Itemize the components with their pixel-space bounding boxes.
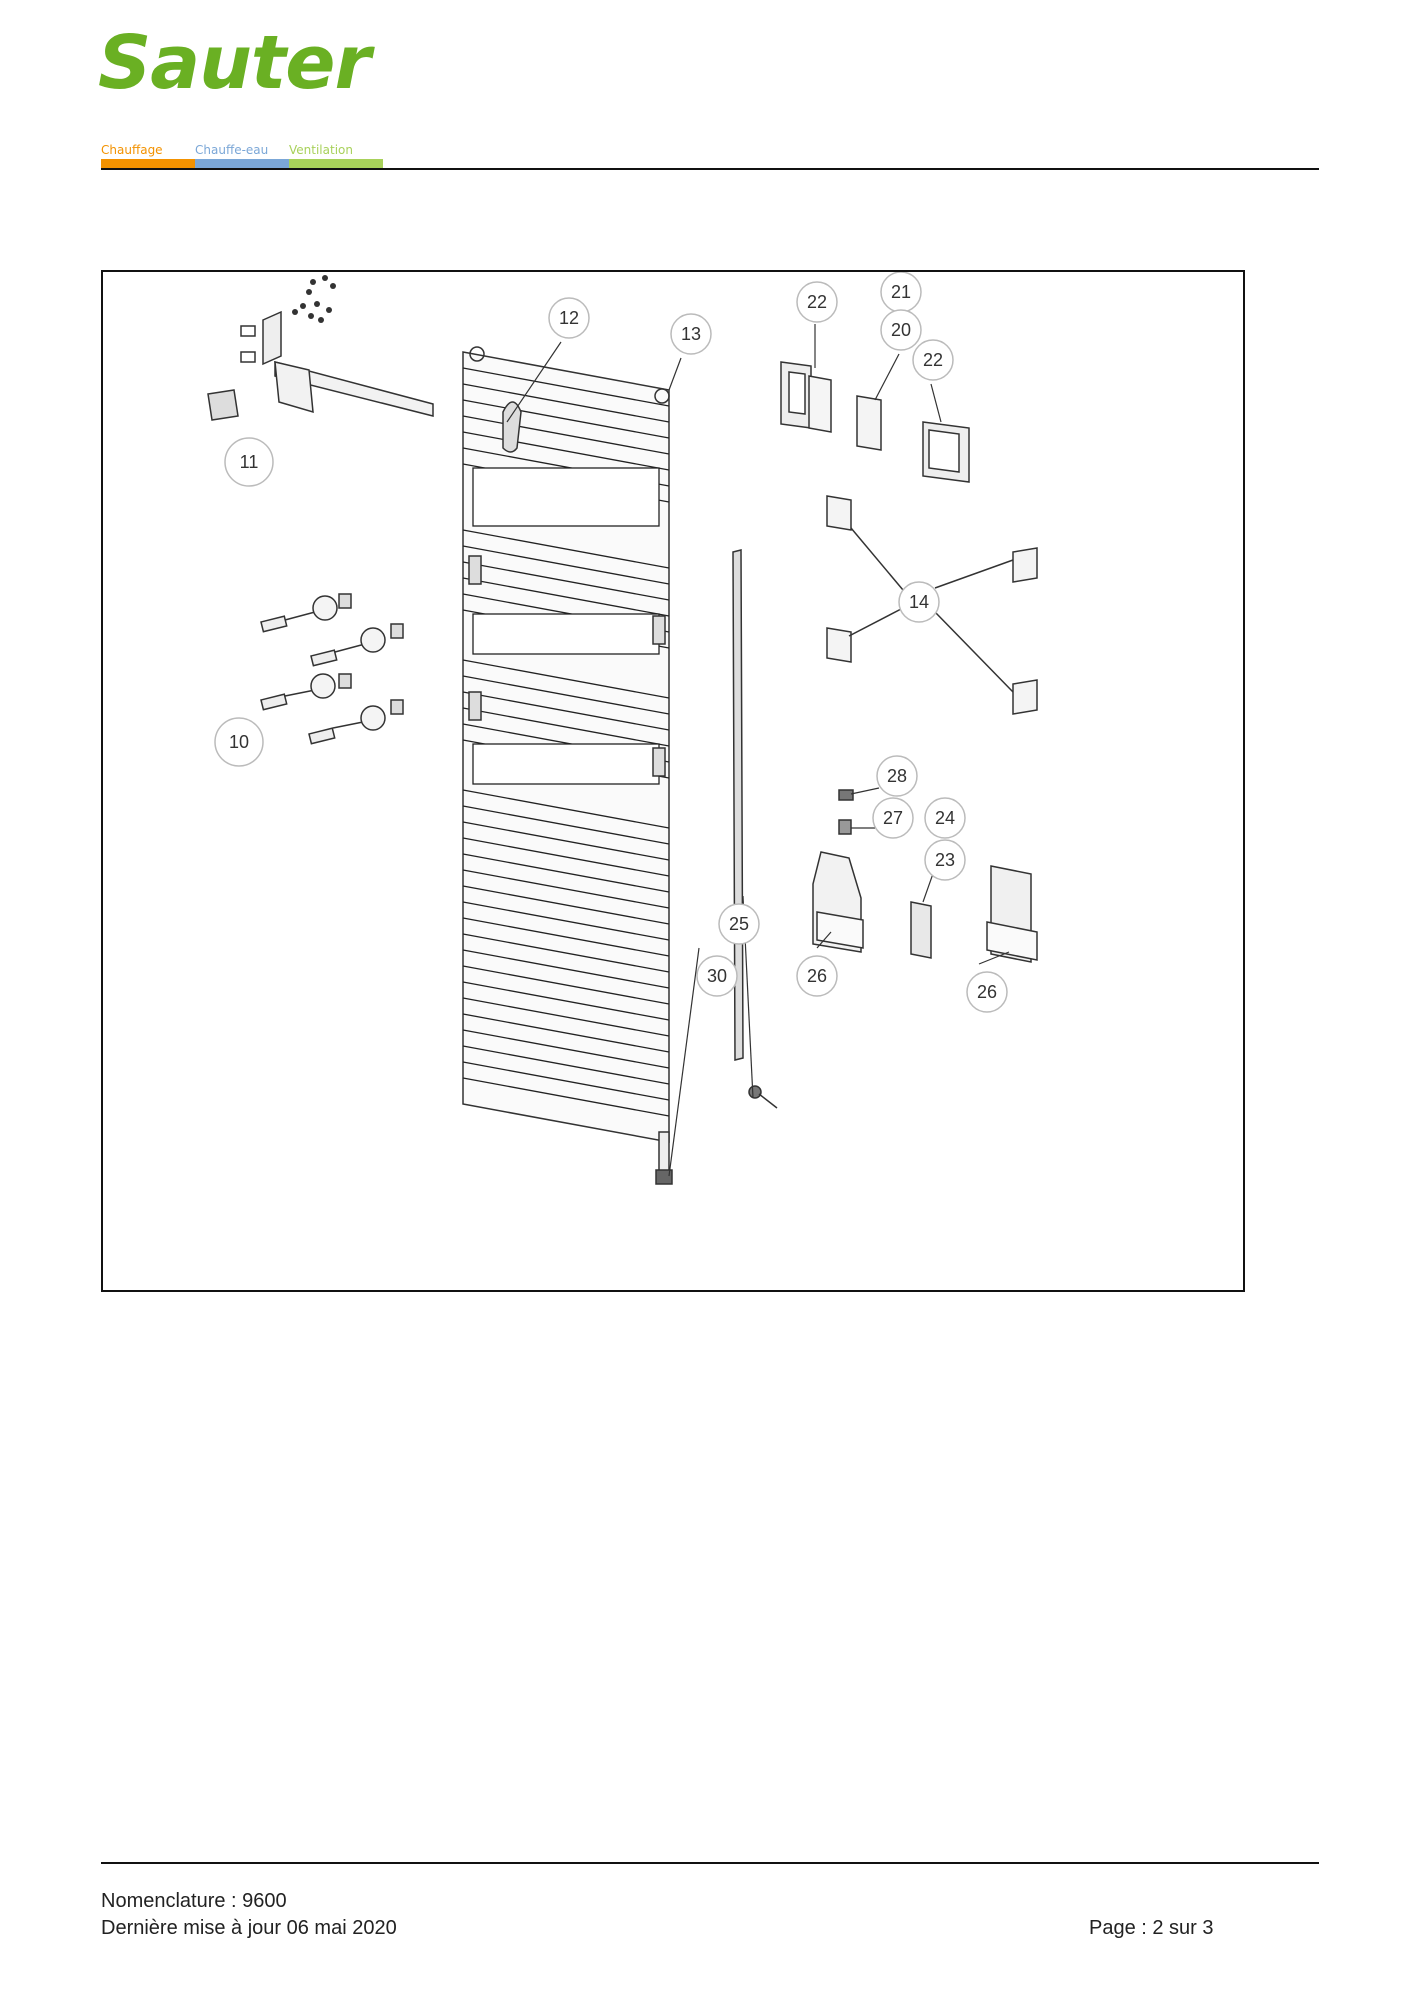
callout-30: 30 <box>696 955 738 997</box>
category-stripe <box>101 159 195 168</box>
callout-label: 13 <box>681 324 701 344</box>
callout-21: 21 <box>880 272 922 313</box>
callout-27: 27 <box>872 797 914 839</box>
callouts: 11 10 12 13 22 21 20 22 14 28 27 24 23 2… <box>214 272 1008 1013</box>
callout-label: 22 <box>807 292 827 312</box>
part-10-wall-anchors <box>260 593 404 745</box>
callout-13: 13 <box>670 313 712 355</box>
part-28-clip <box>838 789 854 801</box>
category-stripe <box>289 159 383 168</box>
callout-label: 10 <box>229 732 249 752</box>
callout-label: 11 <box>240 452 259 472</box>
callout-20: 20 <box>880 309 922 351</box>
callout-label: 22 <box>923 350 943 370</box>
part-27-button <box>838 819 852 835</box>
last-update-text: Dernière mise à jour 06 mai 2020 <box>101 1917 397 1939</box>
callout-28: 28 <box>876 755 918 797</box>
part-23-circuit-board <box>910 901 932 959</box>
part-14-pads <box>826 495 1038 715</box>
callout-label: 25 <box>729 914 749 934</box>
callout-label: 30 <box>707 966 727 986</box>
category-chauffe-eau: Chauffe-eau <box>195 140 289 168</box>
callout-23: 23 <box>924 839 966 881</box>
part-11-towel-bar <box>207 275 434 421</box>
callout-label: 26 <box>977 982 997 1002</box>
category-label: Chauffe-eau <box>195 143 269 157</box>
part-26-control-housing <box>812 851 864 953</box>
part-26-back-housing <box>986 865 1038 963</box>
callout-label: 28 <box>887 766 907 786</box>
page-number: Page : 2 sur 3 <box>1089 1917 1214 1939</box>
callout-label: 20 <box>891 320 911 340</box>
callout-11: 11 <box>224 437 274 487</box>
diagram-svg: 11 10 12 13 22 21 20 22 14 28 27 24 23 2… <box>207 272 1038 1185</box>
callout-22: 22 <box>796 281 838 323</box>
part-22-electronics-housing <box>922 421 970 483</box>
category-label: Ventilation <box>289 143 353 157</box>
brand-logo: Sauter <box>98 20 371 106</box>
callout-label: 26 <box>807 966 827 986</box>
callout-10: 10 <box>214 717 264 767</box>
category-label: Chauffage <box>101 143 163 157</box>
category-ventilation: Ventilation <box>289 140 383 168</box>
callout-label: 21 <box>891 282 911 302</box>
part-20-display <box>856 395 882 451</box>
callout-25: 25 <box>718 903 760 945</box>
callout-label: 23 <box>935 850 955 870</box>
callout-26: 26 <box>966 971 1008 1013</box>
callout-label: 12 <box>559 308 579 328</box>
callout-label: 14 <box>909 592 929 612</box>
nomenclature-text: Nomenclature : 9600 <box>101 1890 287 1912</box>
callout-14: 14 <box>898 581 940 623</box>
footer-rule <box>101 1862 1319 1864</box>
part-22-control-frame <box>780 361 832 433</box>
callout-26: 26 <box>796 955 838 997</box>
category-chauffage: Chauffage <box>101 140 195 168</box>
callout-24: 24 <box>924 797 966 839</box>
header-rule <box>101 168 1319 170</box>
category-stripe <box>195 159 289 168</box>
callout-12: 12 <box>548 297 590 339</box>
radiator-body <box>462 346 673 1185</box>
exploded-diagram: 11 10 12 13 22 21 20 22 14 28 27 24 23 2… <box>101 270 1245 1292</box>
callout-22: 22 <box>912 339 954 381</box>
callout-label: 27 <box>883 808 903 828</box>
callout-label: 24 <box>935 808 955 828</box>
